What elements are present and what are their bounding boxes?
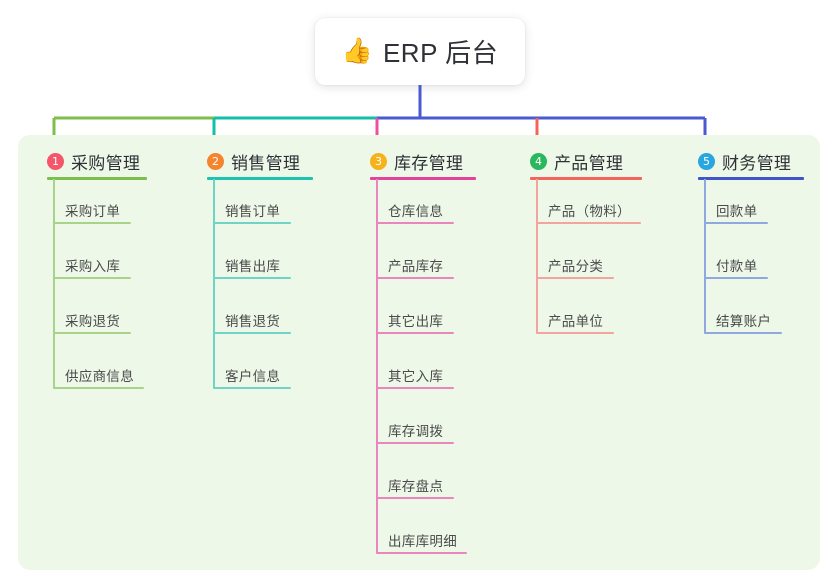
- menu-item[interactable]: 回款单: [704, 200, 768, 224]
- root-node-card[interactable]: 👍 ERP 后台: [315, 18, 525, 85]
- column-title: 销售管理: [231, 153, 301, 173]
- menu-item-rule: [213, 332, 291, 334]
- menu-item-label: 结算账户: [716, 314, 772, 329]
- menu-item[interactable]: 其它入库: [376, 365, 454, 389]
- column-badge-number: 4: [530, 152, 547, 170]
- root-node-title: ERP 后台: [382, 38, 499, 68]
- menu-item[interactable]: 库存调拨: [376, 420, 454, 444]
- column-header-rule: [530, 177, 642, 180]
- column-header-2[interactable]: 2 销售管理: [207, 148, 300, 174]
- menu-item-rule: [376, 497, 454, 499]
- menu-item-rule: [376, 552, 467, 554]
- column-badge-number: 2: [207, 152, 224, 170]
- column-title: 财务管理: [722, 153, 792, 173]
- column-销售管理: 2 销售管理销售订单销售出库销售退货客户信息: [207, 148, 313, 389]
- menu-item-label: 仓库信息: [388, 204, 444, 219]
- thumbs-up-icon: 👍: [341, 37, 373, 65]
- menu-item-rule: [376, 387, 454, 389]
- column-spine: [536, 179, 538, 333]
- menu-item[interactable]: 采购退货: [53, 310, 131, 334]
- menu-item-rule: [213, 222, 291, 224]
- menu-item[interactable]: 其它出库: [376, 310, 454, 334]
- column-库存管理: 3 库存管理仓库信息产品库存其它出库其它入库库存调拨库存盘点出库库明细: [370, 148, 476, 554]
- column-badge-number: 3: [370, 152, 387, 170]
- menu-item-rule: [53, 332, 131, 334]
- menu-item-label: 销售出库: [225, 259, 281, 274]
- menu-item-rule: [704, 277, 768, 279]
- column-header-rule: [207, 177, 313, 180]
- menu-item[interactable]: 客户信息: [213, 365, 291, 389]
- menu-item-rule: [536, 277, 614, 279]
- column-title: 采购管理: [71, 153, 141, 173]
- menu-item-rule: [536, 332, 614, 334]
- menu-item-label: 采购入库: [65, 259, 121, 274]
- column-spine: [704, 179, 706, 333]
- menu-item-label: 付款单: [716, 259, 758, 274]
- column-spine: [53, 179, 55, 388]
- menu-item-label: 产品分类: [548, 259, 604, 274]
- menu-item-rule: [376, 222, 454, 224]
- column-header-4[interactable]: 4 产品管理: [530, 148, 623, 174]
- menu-item-rule: [376, 277, 454, 279]
- column-header-3[interactable]: 3 库存管理: [370, 148, 463, 174]
- menu-item-label: 出库库明细: [388, 534, 457, 549]
- menu-item-label: 库存盘点: [388, 479, 444, 494]
- menu-item-label: 其它入库: [388, 369, 444, 384]
- column-header-rule: [47, 177, 147, 180]
- column-采购管理: 1 采购管理采购订单采购入库采购退货供应商信息: [47, 148, 147, 389]
- menu-item-rule: [53, 277, 131, 279]
- menu-item-rule: [704, 332, 782, 334]
- column-spine: [376, 179, 378, 553]
- menu-item-label: 销售订单: [225, 204, 281, 219]
- menu-item[interactable]: 库存盘点: [376, 475, 454, 499]
- menu-item-label: 库存调拨: [388, 424, 444, 439]
- column-header-1[interactable]: 1 采购管理: [47, 148, 140, 174]
- menu-item[interactable]: 供应商信息: [53, 365, 144, 389]
- menu-item-label: 采购订单: [65, 204, 121, 219]
- menu-item[interactable]: 采购入库: [53, 255, 131, 279]
- menu-item-rule: [376, 332, 454, 334]
- menu-item-rule: [376, 442, 454, 444]
- column-badge-number: 5: [698, 152, 715, 170]
- menu-item[interactable]: 销售订单: [213, 200, 291, 224]
- menu-item-label: 产品库存: [388, 259, 444, 274]
- column-title: 库存管理: [394, 153, 464, 173]
- column-财务管理: 5 财务管理回款单付款单结算账户: [698, 148, 804, 334]
- menu-item[interactable]: 销售出库: [213, 255, 291, 279]
- column-header-5[interactable]: 5 财务管理: [698, 148, 791, 174]
- menu-item-rule: [213, 277, 291, 279]
- menu-item[interactable]: 产品分类: [536, 255, 614, 279]
- menu-item-label: 客户信息: [225, 369, 281, 384]
- diagram-panel: 1 采购管理采购订单采购入库采购退货供应商信息 2 销售管理销售订单销售出库销售退货客…: [18, 135, 820, 570]
- menu-item-rule: [704, 222, 768, 224]
- menu-item-rule: [536, 222, 641, 224]
- menu-item-label: 回款单: [716, 204, 758, 219]
- menu-item[interactable]: 结算账户: [704, 310, 782, 334]
- menu-item-label: 采购退货: [65, 314, 121, 329]
- column-header-rule: [698, 177, 804, 180]
- column-spine: [213, 179, 215, 388]
- menu-item[interactable]: 付款单: [704, 255, 768, 279]
- menu-item-rule: [213, 387, 291, 389]
- menu-item-rule: [53, 387, 144, 389]
- menu-item-label: 产品单位: [548, 314, 604, 329]
- menu-item[interactable]: 出库库明细: [376, 530, 467, 554]
- menu-item-label: 其它出库: [388, 314, 444, 329]
- column-badge-number: 1: [47, 152, 64, 170]
- column-产品管理: 4 产品管理产品（物料） 产品分类产品单位: [530, 148, 642, 334]
- menu-item[interactable]: 产品单位: [536, 310, 614, 334]
- menu-item[interactable]: 采购订单: [53, 200, 131, 224]
- menu-item-label: 供应商信息: [65, 369, 134, 384]
- menu-item-label: 销售退货: [225, 314, 281, 329]
- menu-item[interactable]: 销售退货: [213, 310, 291, 334]
- column-title: 产品管理: [554, 153, 624, 173]
- column-header-rule: [370, 177, 476, 180]
- menu-item[interactable]: 产品（物料）: [536, 200, 641, 224]
- menu-item-rule: [53, 222, 131, 224]
- menu-item-label: 产品（物料）: [548, 204, 631, 219]
- menu-item[interactable]: 产品库存: [376, 255, 454, 279]
- menu-item[interactable]: 仓库信息: [376, 200, 454, 224]
